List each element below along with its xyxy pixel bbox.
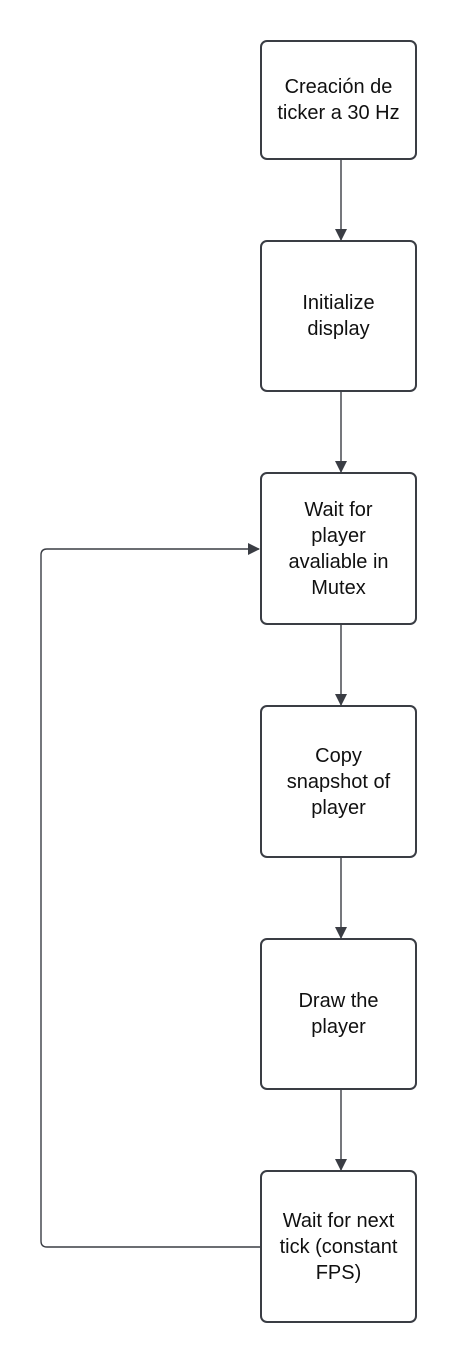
node-create-ticker: Creación de ticker a 30 Hz [260,40,417,160]
node-wait-tick: Wait for next tick (constant FPS) [260,1170,417,1323]
node-copy-snapshot-label: Copy snapshot of player [286,744,391,819]
node-draw-player: Draw the player [260,938,417,1090]
node-wait-tick-label: Wait for next tick (constant FPS) [279,1209,398,1284]
node-copy-snapshot: Copy snapshot of player [260,705,417,858]
node-init-display-label: Initialize display [302,292,375,340]
edge-wait-tick-loop-back-to-wait-mutex [40,543,260,1248]
node-init-display: Initialize display [260,240,417,392]
node-draw-player-label: Draw the player [298,990,379,1038]
node-wait-mutex-label: Wait for player avaliable in Mutex [288,498,389,599]
node-wait-mutex: Wait for player avaliable in Mutex [260,472,417,625]
node-create-ticker-label: Creación de ticker a 30 Hz [277,76,400,124]
